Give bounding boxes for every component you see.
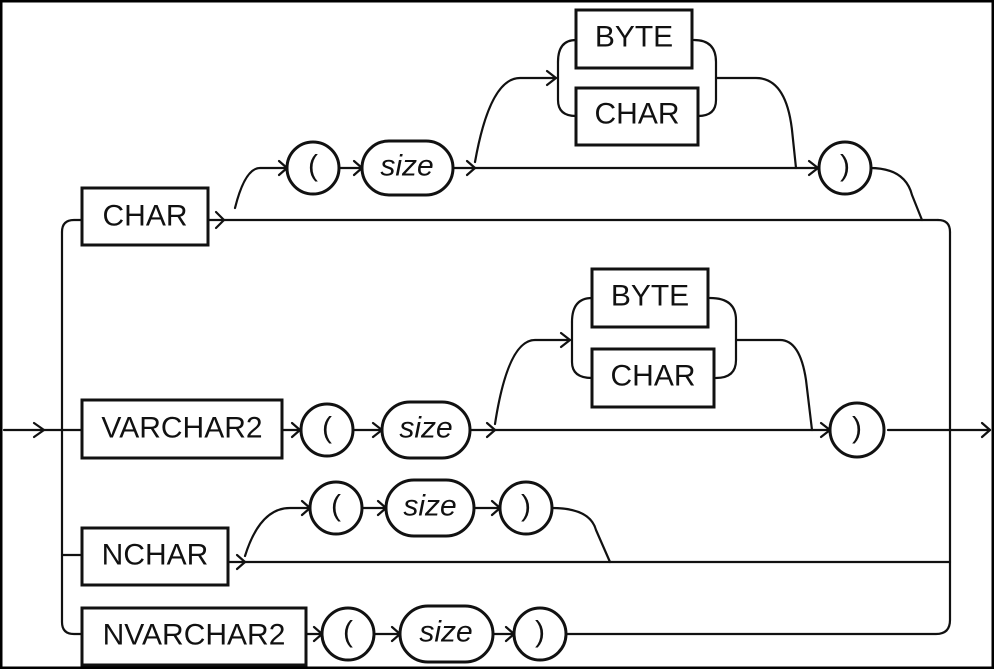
varchar2-open-paren: ( (299, 402, 355, 458)
varchar2-close-paren-label: ) (852, 412, 862, 445)
railroad-lines (2, 38, 992, 636)
varchar2-byte-label: BYTE (611, 280, 689, 313)
varchar2-close-paren: ) (828, 401, 886, 459)
varchar2-byte-keyword-box: BYTE (590, 267, 710, 329)
char-open-paren: ( (285, 140, 341, 196)
char-size-label: size (380, 150, 433, 183)
nvarchar2-keyword-label: NVARCHAR2 (103, 619, 286, 652)
varchar2-keyword-box: VARCHAR2 (80, 398, 284, 460)
char-close-paren-label: ) (840, 150, 850, 183)
nchar-open-paren-label: ( (331, 490, 341, 523)
char-open-paren-label: ( (308, 150, 318, 183)
nchar-keyword-box: NCHAR (80, 526, 230, 587)
varchar2-keyword-label: VARCHAR2 (101, 412, 262, 445)
nvarchar2-open-paren-label: ( (343, 616, 353, 649)
nvarchar2-close-paren: ) (512, 606, 568, 662)
nvarchar2-close-paren-label: ) (535, 616, 545, 649)
char-size-param: size (360, 139, 455, 197)
varchar2-size-param: size (380, 400, 472, 460)
nchar-size-param: size (384, 478, 476, 538)
varchar2-open-paren-label: ( (322, 412, 332, 445)
nchar-close-paren: ) (498, 480, 554, 536)
varchar2-char-semantics-box: CHAR (590, 347, 716, 409)
char-keyword-label: CHAR (102, 200, 187, 233)
char-char-semantics-label: CHAR (594, 98, 679, 131)
nvarchar2-keyword-box: NVARCHAR2 (80, 606, 308, 667)
nchar-keyword-label: NCHAR (102, 539, 209, 572)
varchar2-size-label: size (399, 412, 452, 445)
nchar-close-paren-label: ) (521, 490, 531, 523)
char-close-paren: ) (817, 140, 873, 196)
nvarchar2-size-param: size (398, 604, 495, 664)
nvarchar2-open-paren: ( (320, 606, 376, 662)
varchar2-char-semantics-label: CHAR (610, 360, 695, 393)
char-byte-keyword-box: BYTE (574, 8, 694, 70)
char-char-semantics-box: CHAR (574, 86, 700, 147)
char-keyword-box: CHAR (80, 186, 210, 247)
nvarchar2-size-label: size (419, 616, 472, 649)
nchar-size-label: size (403, 490, 456, 523)
char-byte-label: BYTE (595, 21, 673, 54)
nchar-open-paren: ( (308, 480, 364, 536)
